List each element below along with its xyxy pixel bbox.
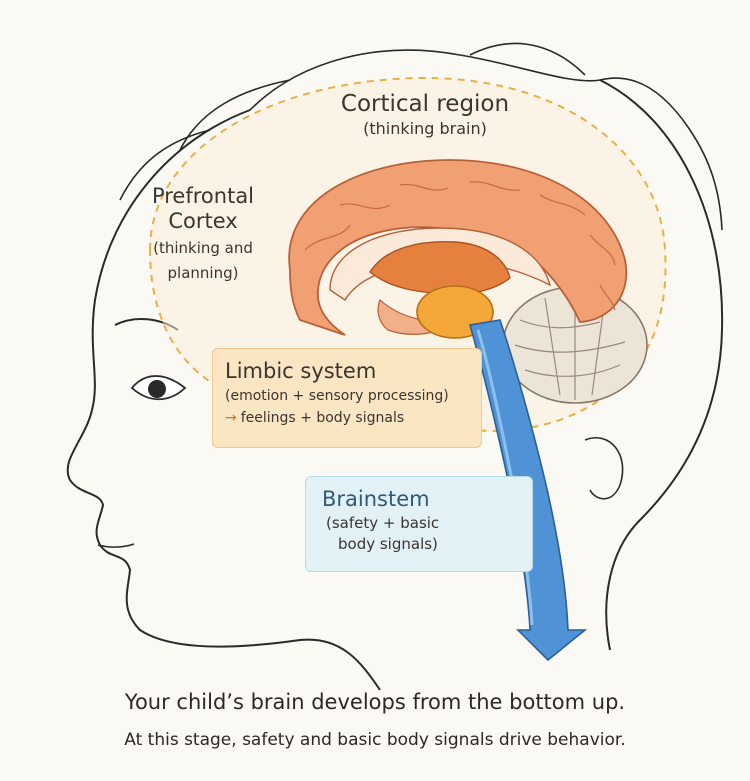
limbic-subtitle: (emotion + sensory processing) [225, 388, 449, 404]
ear [584, 437, 624, 500]
cortex-gyri [304, 181, 616, 311]
brainstem-box: Brainstem (safety + basic body signals) [305, 476, 533, 572]
prefrontal-title-line2: Cortex [168, 209, 238, 233]
mouth [97, 543, 135, 548]
limbic-note-text: feelings + body signals [240, 410, 405, 426]
cortical-region-label: Cortical region (thinking brain) [310, 90, 540, 140]
limbic-system-box: Limbic system (emotion + sensory process… [212, 348, 482, 448]
caption-line2: At this stage, safety and basic body sig… [124, 730, 626, 750]
cortical-title: Cortical region [340, 91, 510, 117]
prefrontal-cortex-label: Prefrontal Cortex (thinking and planning… [128, 184, 278, 284]
cerebellum-folds [514, 290, 626, 400]
prefrontal-title-line1: Prefrontal [151, 184, 255, 208]
prefrontal-subtitle-line2: planning) [167, 264, 239, 282]
prefrontal-subtitle-line1: (thinking and [153, 239, 253, 257]
brainstem-subtitle-line2: body signals) [338, 535, 438, 553]
cerebral-cortex [288, 159, 628, 336]
brainstem-title: Brainstem [322, 487, 430, 511]
hair-strands [119, 42, 723, 231]
limbic-title: Limbic system [225, 359, 377, 383]
caption-line1: Your child’s brain develops from the bot… [124, 690, 626, 714]
eye-pupil [148, 380, 166, 398]
brainstem-subtitle-line1: (safety + basic [326, 514, 440, 532]
limbic-structure [369, 241, 511, 296]
face-profile [66, 109, 381, 691]
head-outline [599, 79, 724, 651]
limbic-note: →feelings + body signals [225, 407, 471, 429]
arrow-right-icon: → [225, 410, 237, 426]
cortical-subtitle: (thinking brain) [363, 119, 487, 138]
